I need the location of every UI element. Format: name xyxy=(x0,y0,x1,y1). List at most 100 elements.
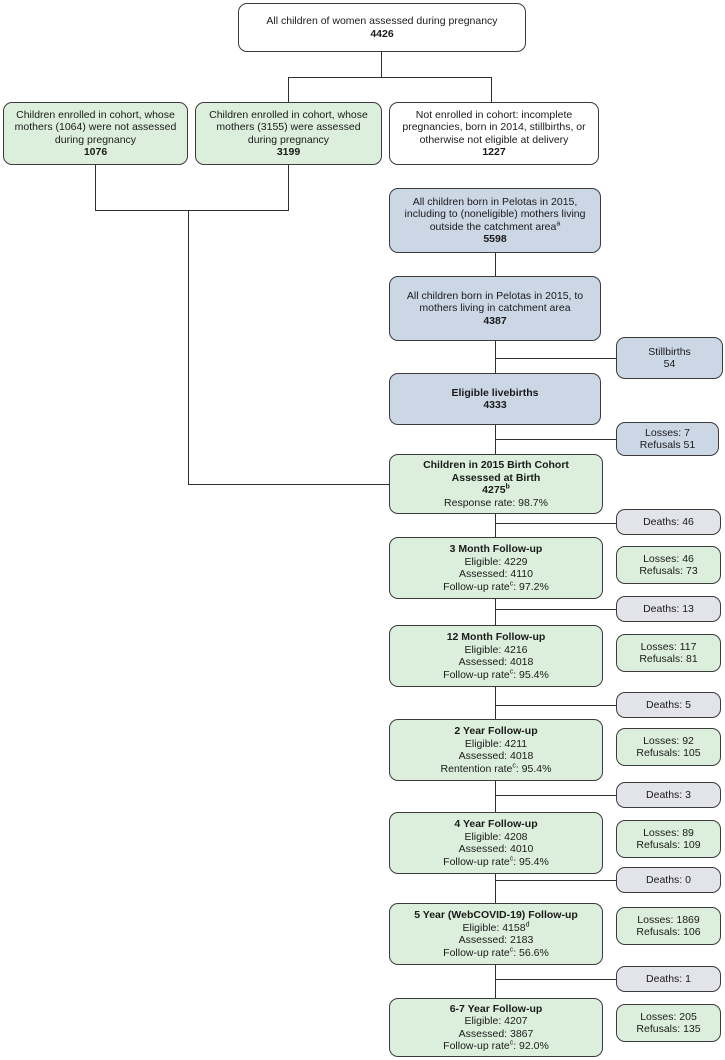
box-count: 1076 xyxy=(83,146,108,158)
rate-text: Follow-up ratec: 56.6% xyxy=(443,946,549,959)
connector xyxy=(188,210,190,485)
box-title: Assessed at Birth xyxy=(451,471,541,484)
eligible-text: Eligible: 4158d xyxy=(462,921,530,934)
box-text: All children born in Pelotas in 2015, in… xyxy=(404,195,586,233)
box-count: 1227 xyxy=(482,146,506,158)
followup-title: 3 Month Follow-up xyxy=(449,543,543,555)
losses-refusals-box: Losses: 205 Refusals: 135 xyxy=(616,1004,721,1042)
refusals-text: Refusals: 105 xyxy=(636,747,701,759)
losses-text: Losses: 46 xyxy=(643,552,694,565)
losses-refusals-box: Losses: 92 Refusals: 105 xyxy=(616,728,721,766)
losses-text: Losses: 7 xyxy=(645,426,690,439)
birth-cohort-box: Children in 2015 Birth Cohort Assessed a… xyxy=(389,454,603,514)
assessed-text: Assessed: 3867 xyxy=(458,1027,534,1040)
assessed-text: Assessed: 2183 xyxy=(458,934,534,946)
followup-3-month-box: 3 Month Follow-up Eligible: 4229 Assesse… xyxy=(389,537,603,599)
eligible-text: Eligible: 4207 xyxy=(464,1015,528,1027)
connector xyxy=(288,165,290,211)
followup-title: 5 Year (WebCOVID-19) Follow-up xyxy=(414,909,578,921)
followup-title: 2 Year Follow-up xyxy=(454,725,538,737)
box-label: Stillbirths xyxy=(648,345,691,358)
rate-text: Rentention ratec: 95.4% xyxy=(440,762,552,775)
followup-5-year-box: 5 Year (WebCOVID-19) Follow-up Eligible:… xyxy=(389,903,603,965)
box-text: Not enrolled in cohort: incomplete pregn… xyxy=(402,108,586,146)
losses-refusals-box: Losses: 117 Refusals: 81 xyxy=(616,634,721,672)
connector xyxy=(495,358,671,360)
deaths-box: Deaths: 3 xyxy=(616,782,721,808)
losses-text: Losses: 205 xyxy=(640,1010,697,1023)
response-rate: Response rate: 98.7% xyxy=(444,496,548,509)
box-count: 54 xyxy=(663,358,676,370)
losses-text: Losses: 92 xyxy=(643,734,694,747)
rate-text: Follow-up ratec: 97.2% xyxy=(443,580,549,593)
connector xyxy=(495,795,616,797)
eligible-livebirths-box: Eligible livebirths 4333 xyxy=(389,373,601,425)
connector xyxy=(288,77,290,102)
followup-title: 6-7 Year Follow-up xyxy=(449,1002,543,1015)
catchment-area-box: All children born in Pelotas in 2015, to… xyxy=(389,276,601,341)
followup-title: 12 Month Follow-up xyxy=(446,631,546,643)
followup-6-7-year-box: 6-7 Year Follow-up Eligible: 4207 Assess… xyxy=(389,998,603,1057)
refusals-text: Refusals: 135 xyxy=(636,1023,701,1035)
eligible-text: Eligible: 4229 xyxy=(464,555,528,568)
all-born-pelotas-box: All children born in Pelotas in 2015, in… xyxy=(389,188,601,253)
refusals-text: Refusals: 109 xyxy=(636,839,701,851)
connector xyxy=(495,523,616,525)
assessed-text: Assessed: 4110 xyxy=(459,568,533,580)
deaths-text: Deaths: 5 xyxy=(646,698,691,711)
box-count: 5598 xyxy=(483,233,507,245)
connector xyxy=(288,77,491,79)
deaths-text: Deaths: 1 xyxy=(646,972,691,985)
box-title: Children in 2015 Birth Cohort xyxy=(423,459,569,471)
box-text: Children enrolled in cohort, whose mothe… xyxy=(209,108,368,146)
connector xyxy=(495,705,616,707)
connector xyxy=(381,52,383,78)
enrolled-not-assessed-box: Children enrolled in cohort, whose mothe… xyxy=(3,102,188,165)
enrolled-assessed-box: Children enrolled in cohort, whose mothe… xyxy=(195,102,382,165)
losses-text: Losses: 89 xyxy=(643,826,694,839)
followup-title: 4 Year Follow-up xyxy=(454,818,538,830)
eligible-text: Eligible: 4211 xyxy=(464,737,528,750)
connector xyxy=(491,77,493,102)
refusals-text: Refusals: 106 xyxy=(636,926,701,938)
connector xyxy=(495,439,616,441)
refusals-text: Refusals 51 xyxy=(639,439,696,451)
box-count: 3199 xyxy=(276,146,301,158)
connector xyxy=(495,880,616,882)
deaths-text: Deaths: 46 xyxy=(643,515,694,528)
deaths-text: Deaths: 0 xyxy=(646,873,691,886)
losses-refusals-box: Losses: 1869 Refusals: 106 xyxy=(616,907,721,945)
rate-text: Follow-up ratec: 92.0% xyxy=(443,1039,549,1053)
assessed-text: Assessed: 4010 xyxy=(458,843,534,855)
box-text: All children born in Pelotas in 2015, to… xyxy=(406,289,584,315)
box-text: All children of women assessed during pr… xyxy=(266,15,498,27)
losses-text: Losses: 117 xyxy=(640,640,697,653)
followup-2-year-box: 2 Year Follow-up Eligible: 4211 Assessed… xyxy=(389,719,603,781)
box-count: 4333 xyxy=(483,399,507,411)
deaths-text: Deaths: 13 xyxy=(643,602,694,615)
box-text: Children enrolled in cohort, whose mothe… xyxy=(14,108,177,146)
assessed-text: Assessed: 4018 xyxy=(458,656,534,668)
box-count: 4387 xyxy=(483,314,507,327)
rate-text: Follow-up ratec: 95.4% xyxy=(443,855,549,868)
box-title: Eligible livebirths xyxy=(451,386,539,399)
box-count: 4426 xyxy=(370,27,394,40)
assessed-text: Assessed: 4018 xyxy=(458,750,534,762)
box-count: 4275b xyxy=(482,483,510,497)
connector xyxy=(495,609,616,611)
connector xyxy=(188,484,390,486)
connector xyxy=(95,210,289,212)
followup-4-year-box: 4 Year Follow-up Eligible: 4208 Assessed… xyxy=(389,812,603,874)
refusals-text: Refusals: 73 xyxy=(639,565,698,577)
deaths-box: Deaths: 5 xyxy=(616,692,721,718)
deaths-box: Deaths: 1 xyxy=(616,966,721,992)
connector xyxy=(495,979,616,981)
connector xyxy=(95,165,97,211)
deaths-text: Deaths: 3 xyxy=(646,788,691,801)
losses-refusals-box: Losses: 89 Refusals: 109 xyxy=(616,820,721,858)
followup-12-month-box: 12 Month Follow-up Eligible: 4216 Assess… xyxy=(389,625,603,687)
deaths-box: Deaths: 46 xyxy=(616,509,721,535)
refusals-text: Refusals: 81 xyxy=(639,653,698,665)
deaths-box: Deaths: 13 xyxy=(616,596,721,622)
stillbirths-box: Stillbirths 54 xyxy=(616,337,723,379)
